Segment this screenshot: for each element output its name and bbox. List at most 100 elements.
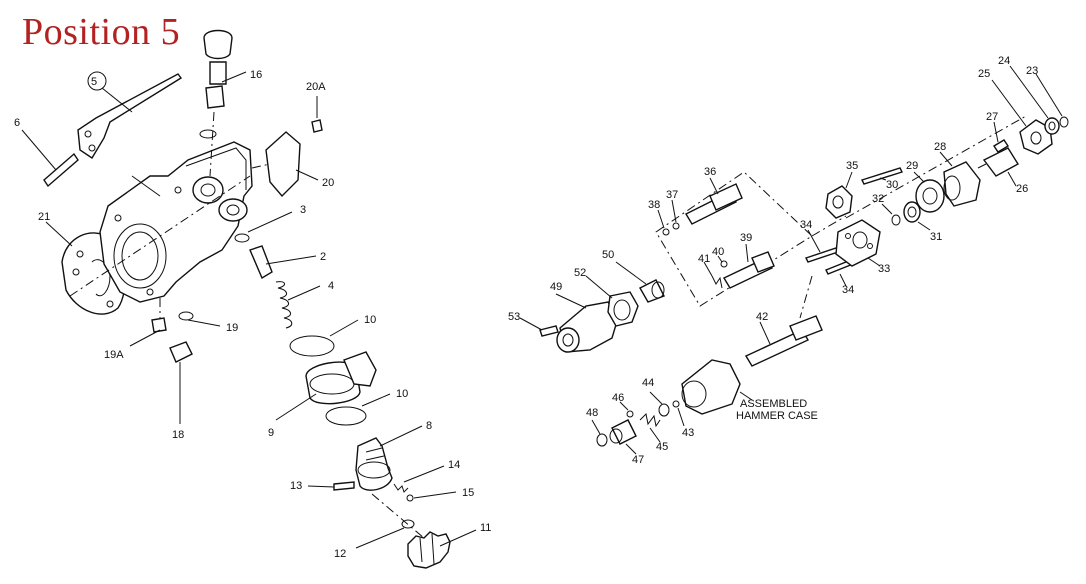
callout-circle-5 [87, 71, 107, 91]
part-2-valve [249, 245, 317, 280]
part-16-knob [199, 29, 247, 177]
part-48-ring [591, 419, 608, 447]
label-6: 6 [14, 117, 20, 129]
part-28-cylinder [939, 151, 981, 207]
part-3-oring [234, 211, 293, 243]
label-24: 24 [998, 55, 1010, 67]
label-18: 18 [172, 429, 184, 441]
label-13: 13 [290, 480, 302, 492]
label-2: 2 [320, 251, 326, 263]
label-32: 32 [872, 193, 884, 205]
part-9-housing [275, 351, 377, 421]
part-20-plate [251, 131, 319, 198]
label-31: 31 [930, 231, 942, 243]
label-3: 3 [300, 204, 306, 216]
label-44: 44 [642, 377, 654, 389]
part-50-bushing [615, 261, 665, 303]
part-53-screw [519, 317, 559, 337]
part-13-pin [307, 481, 355, 491]
label-27: 27 [986, 111, 998, 123]
label-39: 39 [740, 232, 752, 244]
part-38-ring [657, 209, 670, 236]
part-29-ring [913, 171, 945, 213]
label-34-lower: 34 [842, 284, 854, 296]
label-38: 38 [648, 199, 660, 211]
part-39-pin [723, 243, 775, 289]
part-41-spring [703, 261, 723, 289]
label-8: 8 [426, 420, 432, 432]
part-32-washer [881, 203, 901, 226]
part-10-oring-upper [289, 319, 359, 357]
part-19a-screw [129, 317, 167, 347]
assembled-label-line2: HAMMER CASE [736, 410, 818, 422]
label-19a: 19A [104, 349, 124, 361]
label-49: 49 [550, 281, 562, 293]
part-20a-screw [311, 96, 323, 133]
part-25-end-plate [991, 79, 1053, 155]
label-47: 47 [632, 454, 644, 466]
part-11-gear [371, 493, 477, 569]
label-21: 21 [38, 211, 50, 223]
part-26-rotor [977, 147, 1019, 187]
part-43-ring [672, 400, 685, 427]
label-36: 36 [704, 166, 716, 178]
label-37: 37 [666, 189, 678, 201]
assembled-hammer-case [681, 359, 753, 415]
part-52-gasket [585, 275, 639, 327]
part-8-rotor [355, 425, 423, 491]
part-19-washer [178, 311, 221, 327]
label-29: 29 [906, 160, 918, 172]
part-24-bearing [1009, 65, 1060, 135]
label-5: 5 [91, 76, 97, 88]
label-48: 48 [586, 407, 598, 419]
part-33-cam [835, 219, 881, 267]
part-45-spring [639, 412, 661, 443]
part-23-ring [1035, 73, 1069, 128]
part-49-front-housing [555, 293, 619, 353]
part-36-anvil [685, 177, 743, 225]
page-title: Position 5 [22, 11, 181, 53]
label-14: 14 [448, 459, 460, 471]
label-19: 19 [226, 322, 238, 334]
label-34-upper: 34 [800, 219, 812, 231]
label-11: 11 [480, 522, 491, 534]
part-47-plunger [609, 419, 637, 455]
label-23: 23 [1026, 65, 1038, 77]
part-6-pin [21, 129, 79, 188]
label-50: 50 [602, 249, 614, 261]
part-12-washer [355, 519, 415, 549]
label-25: 25 [978, 68, 990, 80]
label-41: 41 [698, 253, 710, 265]
part-5-lever [77, 71, 183, 159]
part-42-shaft [744, 315, 823, 367]
part-15-ball [406, 491, 457, 502]
label-43: 43 [682, 427, 694, 439]
part-44-washer [649, 391, 670, 417]
part-10-oring-lower [325, 393, 391, 426]
label-20a: 20A [306, 81, 326, 93]
label-9: 9 [268, 427, 274, 439]
part-18-plug [159, 298, 193, 424]
label-12: 12 [334, 548, 346, 560]
part-27-blade [993, 121, 1009, 153]
label-28: 28 [934, 141, 946, 153]
label-16: 16 [250, 69, 262, 81]
label-10-upper: 10 [364, 314, 376, 326]
part-37-ring [671, 199, 680, 230]
label-45: 45 [656, 441, 668, 453]
part-14-spring [393, 465, 445, 493]
hammer-assembly-outline [655, 171, 813, 307]
label-42: 42 [756, 311, 768, 323]
label-4: 4 [328, 280, 334, 292]
label-53: 53 [508, 311, 520, 323]
label-20: 20 [322, 177, 334, 189]
part-40-ball [717, 255, 728, 268]
part-4-spring [275, 281, 321, 329]
part-46-pin [619, 401, 634, 418]
part-35-nut [825, 171, 853, 219]
label-40: 40 [712, 246, 724, 258]
label-52: 52 [574, 267, 586, 279]
label-30: 30 [886, 179, 898, 191]
